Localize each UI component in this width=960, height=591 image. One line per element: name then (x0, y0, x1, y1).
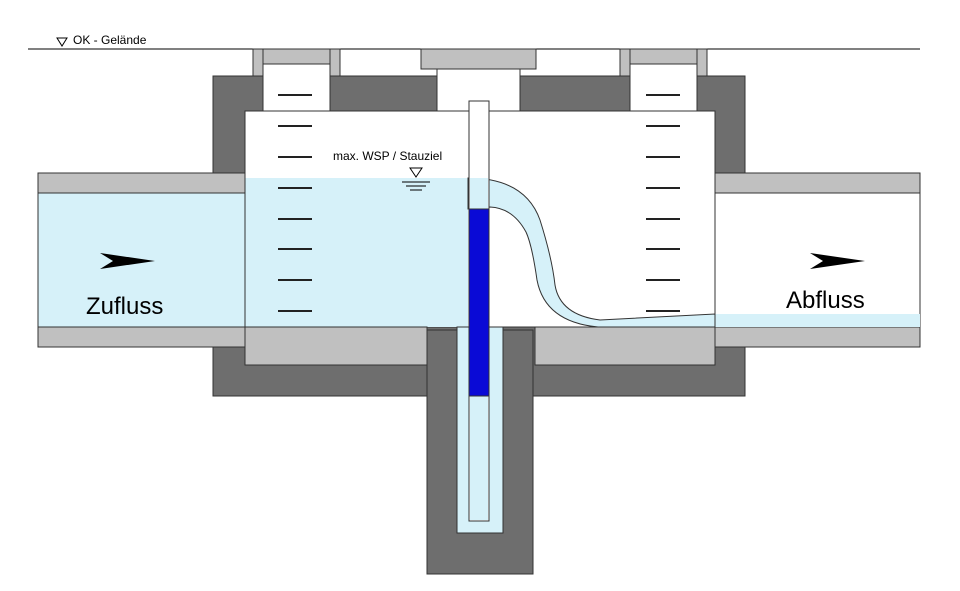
outflow-arrow-icon (810, 253, 865, 269)
inflow-arrow-icon (100, 253, 155, 269)
overflow-nappe (467, 177, 716, 328)
gate-plate (468, 208, 490, 397)
max-water-level-label: max. WSP / Stauziel (333, 149, 442, 163)
outflow-label: Abfluss (786, 287, 865, 314)
inflow-label: Zufluss (86, 293, 163, 320)
ladder-right (646, 94, 680, 312)
water-level-icon (402, 167, 430, 191)
manhole-frames (252, 48, 708, 77)
ladder-left (278, 94, 312, 312)
chamber-water (245, 178, 468, 327)
outflow-pipe (714, 172, 921, 348)
chamber-floor (244, 326, 716, 366)
ground-marker-icon (56, 37, 68, 47)
ground-label: OK - Gelände (73, 33, 147, 47)
